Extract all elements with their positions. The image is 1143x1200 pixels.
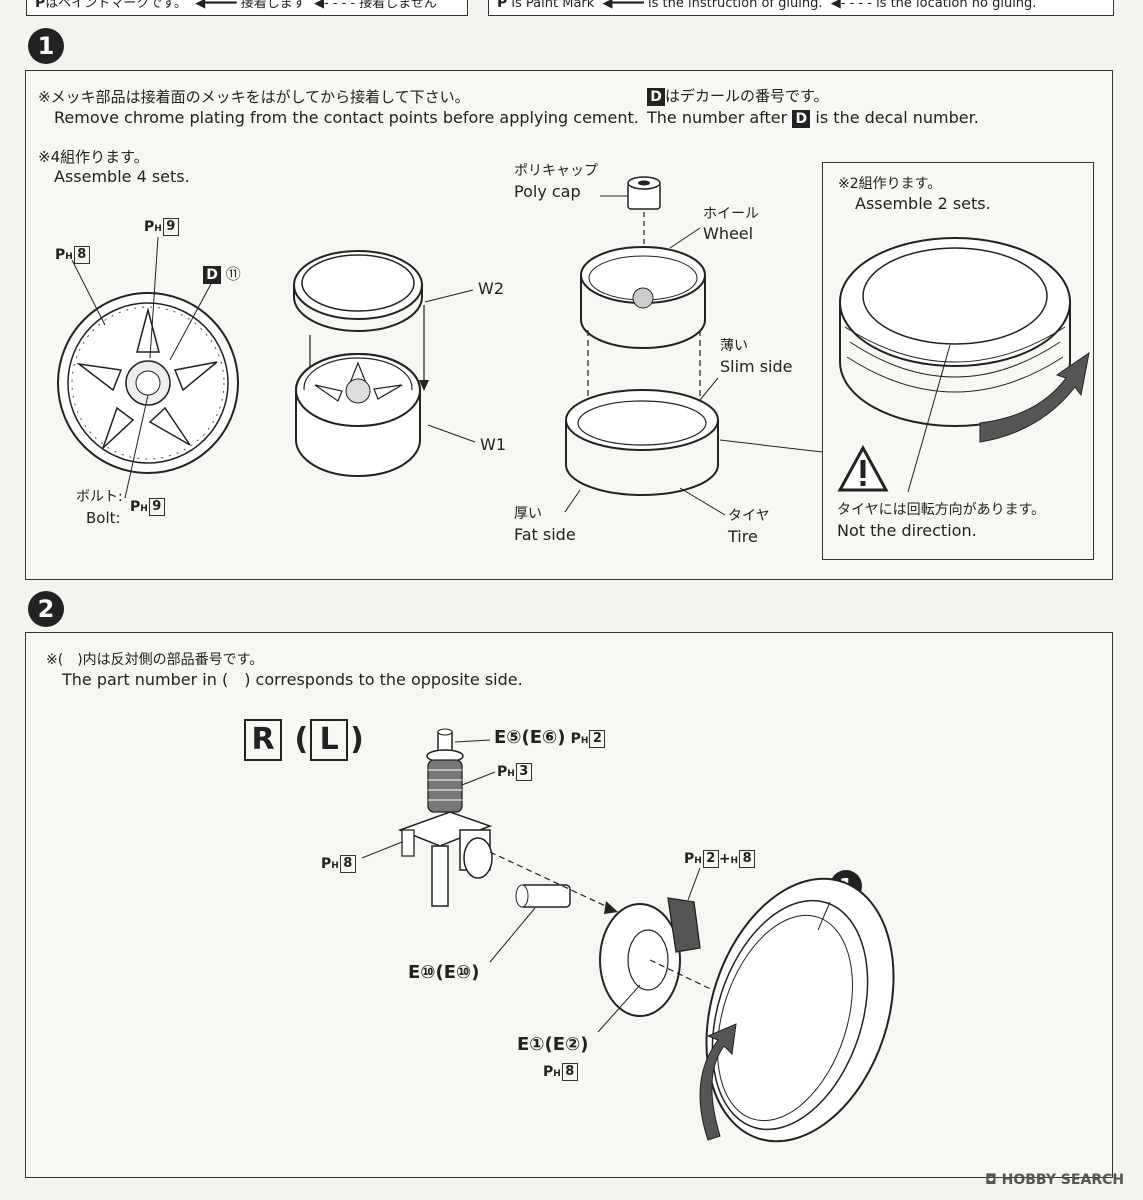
wheel-en: Wheel (703, 224, 754, 243)
step2-note-jp: ※( )内は反対側の部品番号です。 (46, 652, 264, 668)
treaded-tire-illustration (835, 232, 1085, 442)
part-w1: W1 (480, 435, 506, 454)
legend-left: Pはペイントマークです。 ◀━━━━ 接着します ◀- - - - 接着しません (26, 0, 468, 16)
watermark-text: HOBBY SEARCH (1001, 1172, 1125, 1188)
caliper-ph-b: 8 (739, 850, 756, 868)
e10-label: E⑩(E⑩) (408, 962, 480, 983)
wheel-face-illustration (55, 290, 241, 476)
legend-no-glue-text-en: is the location no gluing. (876, 0, 1037, 11)
slim-jp: 薄い (720, 338, 748, 354)
sets-en: Assemble 4 sets. (54, 167, 190, 186)
decal-badge: D (203, 265, 221, 284)
chrome-note-jp: ※メッキ部品は接着面のメッキをはがしてから接着して下さい。 (38, 88, 470, 106)
legend-no-glue-text: 接着しません (359, 0, 437, 11)
legend-glue-text: 接着します (240, 0, 306, 11)
ph8-strut-num: 8 (339, 855, 356, 873)
chrome-note-en: Remove chrome plating from the contact p… (54, 108, 639, 127)
decal-badge: D (792, 109, 811, 128)
bolt-jp: ボルト: (76, 489, 123, 505)
wheel-jp: ホイール (703, 206, 759, 222)
inset-sets-en: Assemble 2 sets. (855, 194, 991, 213)
decal-note-en: The number after D is the decal number. (647, 108, 979, 128)
ph8-num: 8 (73, 246, 90, 264)
bolt-en: Bolt: (86, 509, 121, 527)
decal-note-en-a: The number after (647, 108, 788, 127)
right-side-badge: R (244, 719, 282, 761)
slim-en: Slim side (720, 357, 793, 376)
paren-close: ) (350, 722, 364, 757)
direction-note-en: Not the direction. (837, 521, 977, 540)
legend-paint-text-en: is Paint Mark (511, 0, 595, 11)
step2-note-en: The part number in ( ) corresponds to th… (62, 670, 523, 689)
part-w2: W2 (478, 279, 504, 298)
tire-jp: タイヤ (728, 508, 770, 524)
ph9-bolt-num: 9 (148, 498, 165, 516)
watermark-logo-icon: ◘ (985, 1172, 997, 1188)
e1-ph-num: 8 (561, 1063, 578, 1081)
no-glue-arrow-icon: ◀- - - - (826, 0, 877, 11)
e5-text: E⑤(E⑥) (494, 727, 566, 748)
inset-sets-jp: ※2組作ります。 (838, 176, 942, 192)
step-1-number: 1 (28, 28, 64, 64)
side-indicator: R (L) (244, 719, 364, 761)
no-glue-arrow-icon: ◀- - - - (309, 0, 360, 11)
legend-glue-text-en: is the instruction of gluing. (648, 0, 823, 11)
caliper-ph-a: 2 (702, 850, 719, 868)
e5-ph-num: 2 (589, 730, 606, 748)
polycap-jp: ポリキャップ (514, 163, 598, 179)
decal-11-num: ⑪ (225, 265, 241, 283)
sets-jp: ※4組作ります。 (38, 148, 149, 166)
watermark: ◘ HOBBY SEARCH (985, 1172, 1124, 1188)
legend-paint-text: はペイントマークです。 (45, 0, 187, 11)
paint-mark-symbol: P (35, 0, 46, 11)
decal-note-jp-text: はデカールの番号です。 (665, 87, 829, 105)
decal-note-en-b: is the decal number. (815, 108, 979, 127)
paren-open: ( (294, 722, 309, 757)
fat-en: Fat side (514, 525, 576, 544)
direction-note-jp: タイヤには回転方向があります。 (837, 502, 1046, 518)
glue-arrow-icon: ◀━━━━ (598, 0, 648, 11)
wheel-parts-w1-w2 (290, 245, 429, 495)
legend-right: P is Paint Mark ◀━━━━ is the instruction… (488, 0, 1114, 16)
ph9-top-num: 9 (162, 218, 179, 236)
fat-jp: 厚い (514, 506, 542, 522)
polycap-en: Poly cap (514, 182, 581, 201)
paint-mark-symbol: P (497, 0, 508, 11)
step-2-number: 2 (28, 591, 64, 627)
warning-icon (838, 446, 888, 492)
decal-badge: D (647, 87, 665, 106)
tire-en: Tire (728, 527, 758, 546)
ph3-num: 3 (515, 763, 532, 781)
glue-arrow-icon: ◀━━━━ (191, 0, 241, 11)
decal-11-label: D ⑪ (203, 263, 241, 284)
e1-label: E①(E②) (517, 1034, 589, 1055)
left-side-badge: L (310, 719, 349, 761)
